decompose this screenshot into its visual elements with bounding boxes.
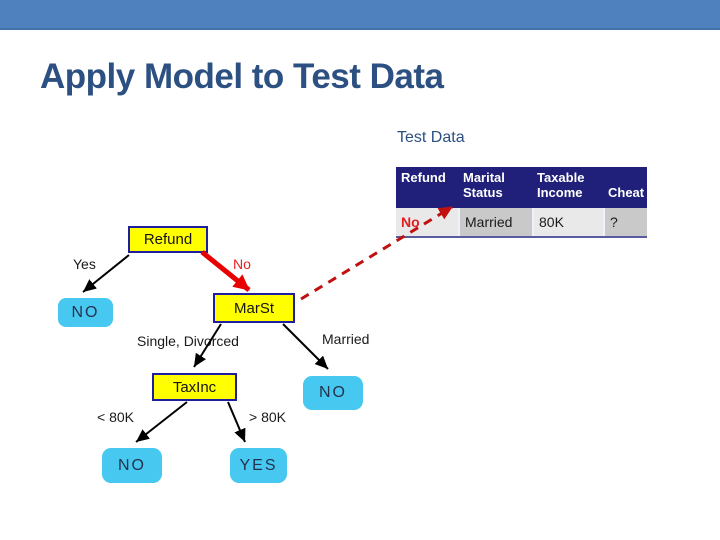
top-accent-bar	[0, 0, 720, 30]
table-row: No Married 80K ?	[396, 208, 647, 238]
cell-cheat: ?	[603, 208, 647, 236]
tree-leaf-refund-yes-no: NO	[58, 298, 113, 327]
test-data-label: Test Data	[397, 129, 465, 146]
edge-taxinc-lt80k-arrow	[135, 401, 188, 443]
test-data-table: Refund Marital Status Taxable Income Che…	[396, 167, 647, 238]
table-header-refund: Refund	[401, 170, 446, 185]
edge-label-no-highlighted: No	[233, 256, 251, 272]
edge-taxinc-gt80k-arrow	[227, 401, 246, 443]
tree-leaf-gt80k-yes: YES	[230, 448, 287, 483]
table-header-cheat: Cheat	[608, 185, 645, 201]
tree-node-taxinc: TaxInc	[152, 373, 237, 401]
tree-leaf-married-no: NO	[303, 376, 363, 410]
cell-taxable-income: 80K	[532, 208, 603, 236]
edge-label-lt-80k: < 80K	[97, 409, 134, 425]
edge-label-gt-80k: > 80K	[249, 409, 286, 425]
table-header-row: Refund Marital Status Taxable Income Che…	[396, 167, 647, 208]
table-header-taxable-income: Taxable Income	[537, 170, 585, 200]
slide-title: Apply Model to Test Data	[40, 57, 444, 96]
edge-label-married: Married	[322, 331, 370, 347]
tree-leaf-lt80k-no: NO	[102, 448, 162, 483]
cell-marital-status: Married	[458, 208, 532, 236]
tree-node-marst: MarSt	[213, 293, 295, 323]
edge-label-yes: Yes	[73, 256, 96, 272]
table-header-marital-status: Marital Status	[463, 170, 505, 200]
tree-node-refund: Refund	[128, 226, 208, 253]
cell-refund: No	[396, 208, 458, 236]
edge-label-single-divorced: Single, Divorced	[137, 333, 239, 349]
